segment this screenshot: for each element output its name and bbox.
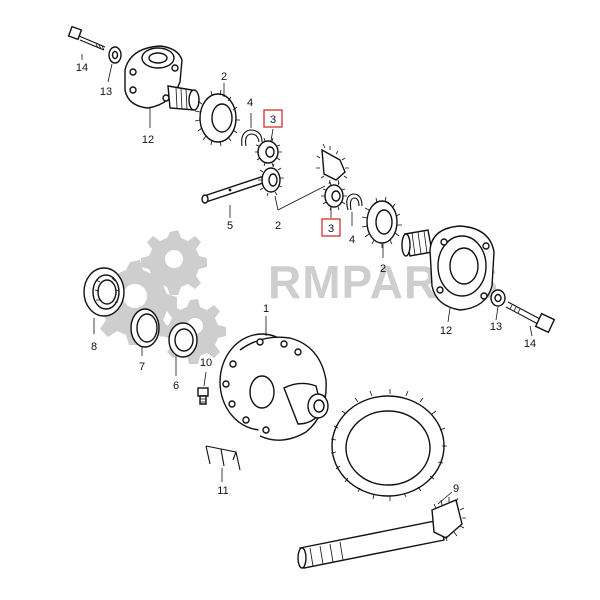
- callout-10: 10: [200, 357, 212, 369]
- part-2-side-gear-top: [194, 83, 240, 147]
- part-11-clip: [205, 445, 241, 482]
- callout-8: 8: [91, 341, 97, 353]
- part-8-bearing: [83, 267, 125, 334]
- part-4-circlip-mid: [346, 193, 363, 226]
- callout-11: 11: [217, 485, 228, 497]
- callout-5: 5: [227, 220, 233, 232]
- part-9-ring-and-pinion: [297, 389, 466, 569]
- part-4-circlip-top: [241, 113, 263, 147]
- callout-13-right: 13: [490, 321, 502, 333]
- part-5-pin: [201, 175, 267, 218]
- callout-4-top: 4: [247, 97, 253, 109]
- callout-13-left: 13: [100, 86, 112, 98]
- callout-6: 6: [173, 380, 179, 392]
- part-3-pinion-top: [255, 128, 282, 167]
- callout-14-right: 14: [524, 338, 536, 350]
- callout-4-mid: 4: [349, 234, 355, 246]
- callout-7: 7: [139, 361, 145, 373]
- part-12-flange-right: [401, 225, 495, 323]
- part-2-pinion-middle: [316, 143, 349, 185]
- part-3-pinion-mid: [321, 181, 347, 218]
- callout-3-top-highlight-box: [263, 109, 283, 128]
- callout-2-top: 2: [221, 71, 227, 83]
- callout-12-left: 12: [142, 134, 154, 146]
- callout-14-left: 14: [76, 62, 88, 74]
- callout-3-mid: 3: [328, 223, 334, 235]
- part-12-flange-left: [124, 45, 200, 128]
- part-10-plug: [197, 371, 209, 405]
- callout-1: 1: [263, 303, 269, 315]
- callout-9: 9: [453, 483, 459, 495]
- callout-2-mid-leader: [274, 185, 326, 211]
- part-2-pinion-lower-left: [258, 163, 284, 197]
- callout-2-mid: 2: [275, 220, 281, 232]
- part-6-thrust-washer: [168, 322, 198, 376]
- callout-3-top: 3: [270, 114, 276, 126]
- part-2-side-gear-right: [361, 196, 402, 258]
- part-14-bolt-right: [505, 301, 556, 337]
- part-13-washer-right: [490, 289, 506, 321]
- callout-12-right: 12: [440, 325, 452, 337]
- callout-2-right: 2: [380, 263, 386, 275]
- part-14-bolt-left: [67, 25, 106, 60]
- part-1-differential-case: [219, 316, 329, 441]
- part-13-washer-left: [107, 46, 122, 83]
- part-7-shim: [130, 308, 160, 356]
- callout-3-mid-highlight-box: [321, 218, 341, 237]
